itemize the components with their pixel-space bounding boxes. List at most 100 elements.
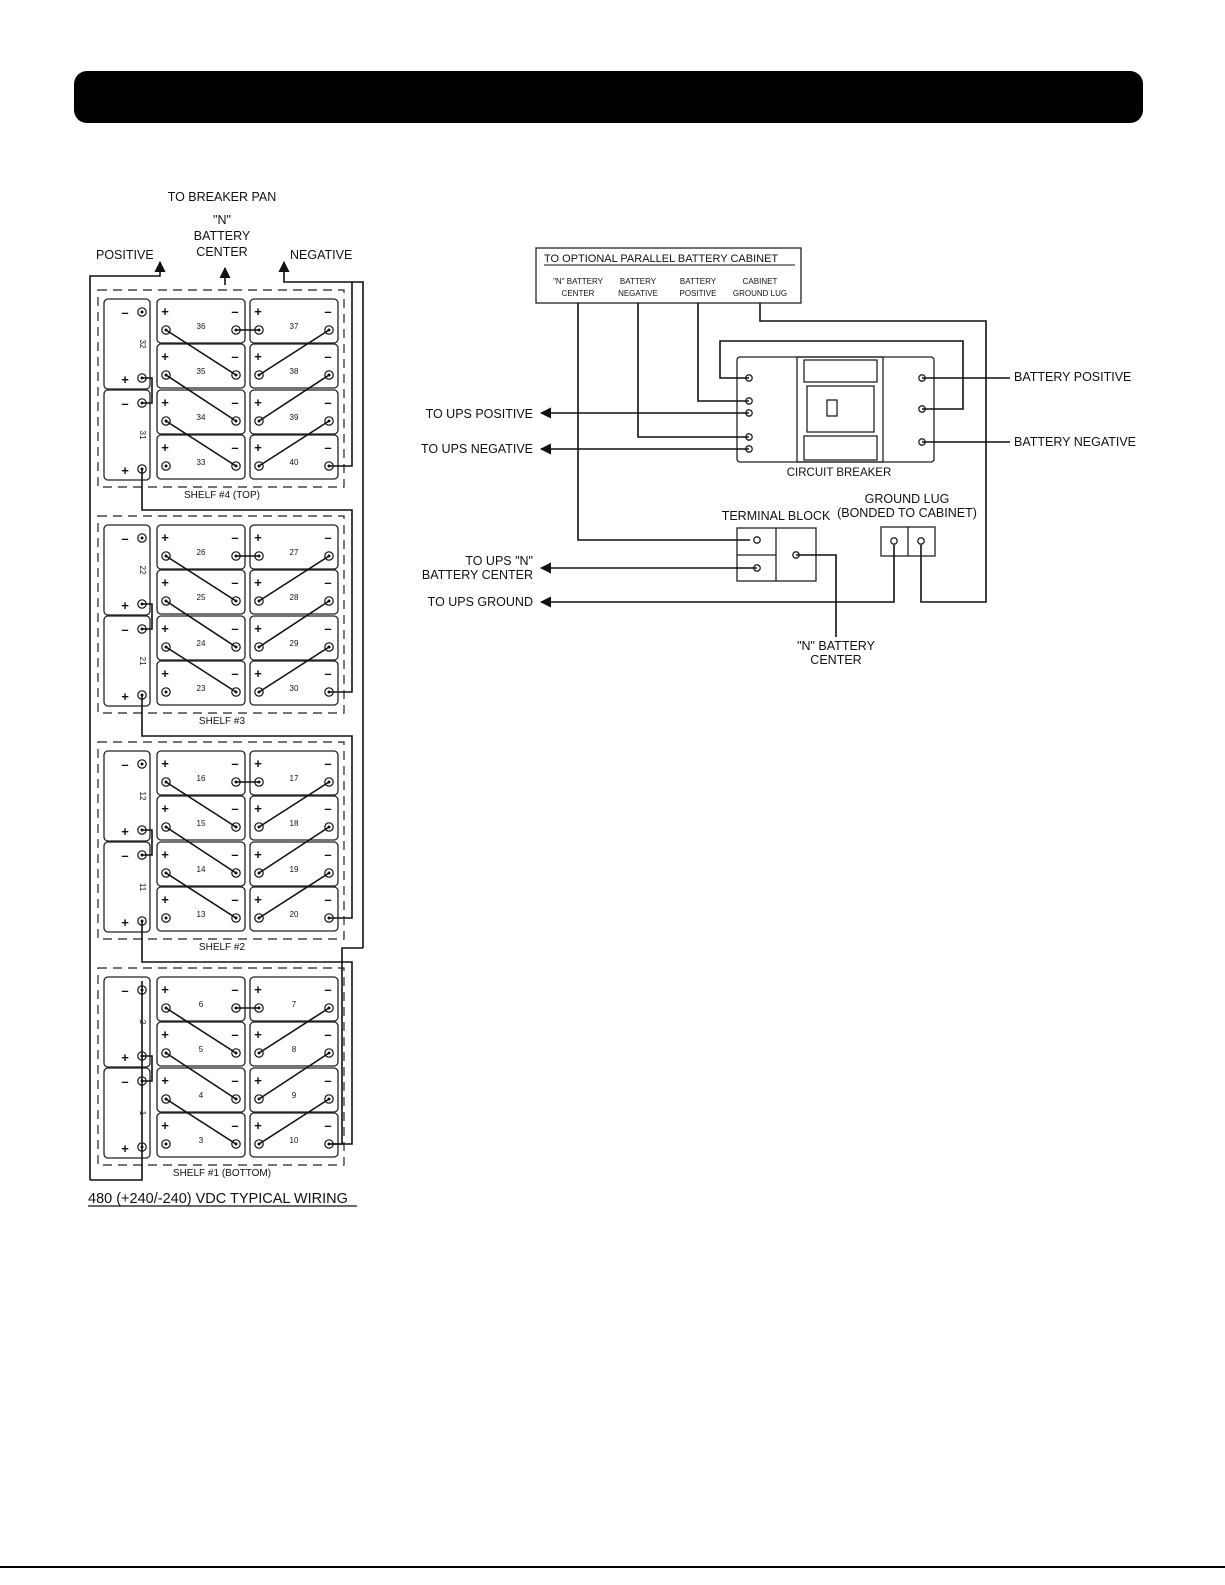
interconnect-wire (165, 329, 237, 376)
shelf-link-wire (141, 469, 353, 693)
interconnect-wire (258, 1007, 330, 1054)
battery-terminal (254, 1139, 264, 1149)
plus-sign: + (121, 372, 129, 387)
top-negative-return (329, 282, 353, 467)
plus-sign: + (161, 1073, 169, 1088)
interconnect-wire (165, 826, 237, 874)
battery-number: 7 (292, 1000, 297, 1009)
battery-number: 19 (290, 865, 299, 874)
minus-sign: – (324, 892, 331, 907)
plus-sign: + (254, 801, 262, 816)
plus-sign: + (121, 689, 129, 704)
battery-number: 18 (290, 819, 299, 828)
minus-sign: – (324, 847, 331, 862)
battery-cell (156, 1112, 246, 1158)
n-center-return (329, 947, 363, 1145)
plus-sign: + (161, 982, 169, 997)
battery-terminal (254, 1094, 264, 1104)
header-bar (74, 71, 1143, 123)
battery-terminal (161, 1139, 171, 1149)
battery-vertical (103, 298, 151, 390)
battery-cell (249, 343, 339, 389)
battery-number: 3 (199, 1136, 204, 1145)
interconnect-wire (258, 329, 330, 376)
plus-sign: + (254, 349, 262, 364)
battery-number: 39 (290, 413, 299, 422)
interconnect-wire (165, 420, 237, 467)
minus-sign: – (231, 756, 238, 771)
battery-number: 29 (290, 639, 299, 648)
minus-sign: – (324, 1027, 331, 1042)
minus-sign: – (324, 349, 331, 364)
minus-sign: – (324, 1118, 331, 1133)
battery-terminal-dot (140, 310, 144, 314)
n-label: "N" (213, 213, 231, 227)
col-pos-line1: BATTERY (680, 277, 717, 286)
wire-to-ups-ground (539, 545, 895, 608)
col-n-line2: CENTER (562, 289, 595, 298)
battery-number: 31 (138, 431, 147, 440)
battery-terminal (161, 868, 171, 878)
minus-sign: – (324, 304, 331, 319)
wire-gnd-parallel (759, 303, 987, 603)
minus-sign: – (324, 530, 331, 545)
battery-cell (249, 976, 339, 1022)
plus-sign: + (161, 395, 169, 410)
minus-sign: – (231, 440, 238, 455)
battery-number: 28 (290, 593, 299, 602)
battery-terminal (137, 307, 147, 317)
to-ups-n-label-1: TO UPS "N" (465, 554, 533, 568)
battery-number: 6 (199, 1000, 204, 1009)
battery-terminal (231, 416, 241, 426)
battery-terminal-dot (164, 916, 168, 920)
battery-terminal-dot (164, 464, 168, 468)
minus-sign: – (121, 848, 128, 863)
interconnect-wire (258, 781, 330, 828)
interconnect-wire (258, 872, 330, 919)
battery-cell (156, 886, 246, 932)
plus-sign: + (254, 982, 262, 997)
to-ups-positive-label: TO UPS POSITIVE (426, 407, 533, 421)
battery-cell (156, 389, 246, 435)
battery-terminal (324, 416, 334, 426)
plus-sign: + (254, 847, 262, 862)
circuit-breaker-label: CIRCUIT BREAKER (787, 467, 892, 479)
plus-sign: + (254, 621, 262, 636)
battery-terminal (254, 868, 264, 878)
bottom-positive-return (90, 981, 143, 1181)
battery-terminal (161, 370, 171, 380)
minus-sign: – (231, 575, 238, 590)
minus-sign: – (121, 396, 128, 411)
battery-vertical (103, 524, 151, 616)
battery-vertical (103, 615, 151, 707)
plus-sign: + (121, 824, 129, 839)
battery-terminal (231, 596, 241, 606)
parallel-title: TO OPTIONAL PARALLEL BATTERY CABINET (544, 253, 778, 265)
battery-number: 8 (292, 1045, 297, 1054)
shelf-label: SHELF #1 (BOTTOM) (173, 1168, 271, 1179)
breaker-diagram: TO OPTIONAL PARALLEL BATTERY CABINET "N"… (421, 247, 1136, 667)
battery-terminal (254, 416, 264, 426)
battery-cell (156, 615, 246, 661)
shelf-outline (97, 289, 345, 488)
minus-sign: – (324, 395, 331, 410)
positive-label: POSITIVE (96, 248, 154, 262)
plus-sign: + (254, 530, 262, 545)
battery-number: 32 (138, 340, 147, 349)
battery-terminal (161, 642, 171, 652)
plus-sign: + (161, 575, 169, 590)
minus-sign: – (231, 1118, 238, 1133)
minus-sign: – (231, 1073, 238, 1088)
plus-sign: + (161, 1027, 169, 1042)
minus-sign: – (231, 349, 238, 364)
n-battery-center-label-1: "N" BATTERY (797, 639, 876, 653)
minus-sign: – (231, 847, 238, 862)
battery-terminal (324, 1048, 334, 1058)
battery-cell (249, 569, 339, 615)
interconnect-wire (165, 600, 237, 648)
col-gnd-line1: CABINET (743, 277, 778, 286)
plus-sign: + (121, 915, 129, 930)
shelf-outline (97, 515, 345, 714)
plus-sign: + (161, 1118, 169, 1133)
battery-terminal (324, 370, 334, 380)
